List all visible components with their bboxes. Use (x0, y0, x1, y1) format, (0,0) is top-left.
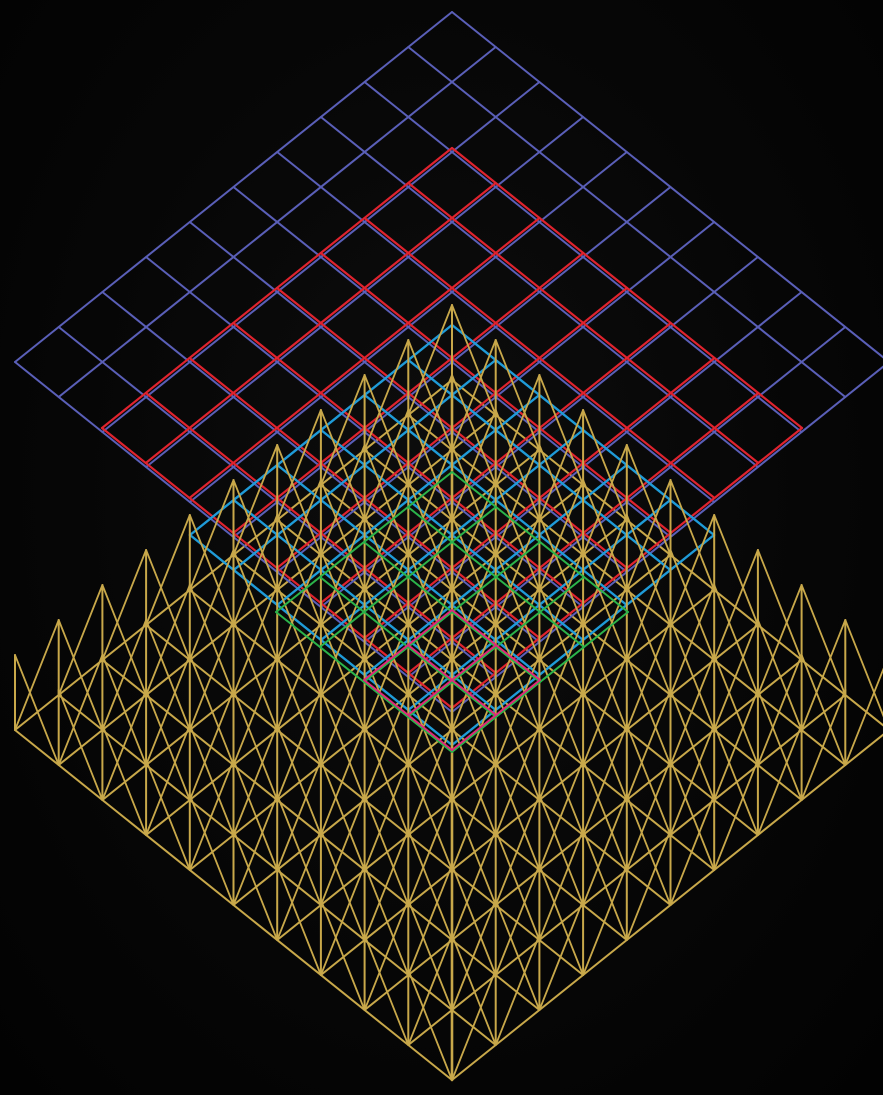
gold-wireframe-front (15, 305, 883, 1080)
gold-strut (845, 620, 883, 730)
